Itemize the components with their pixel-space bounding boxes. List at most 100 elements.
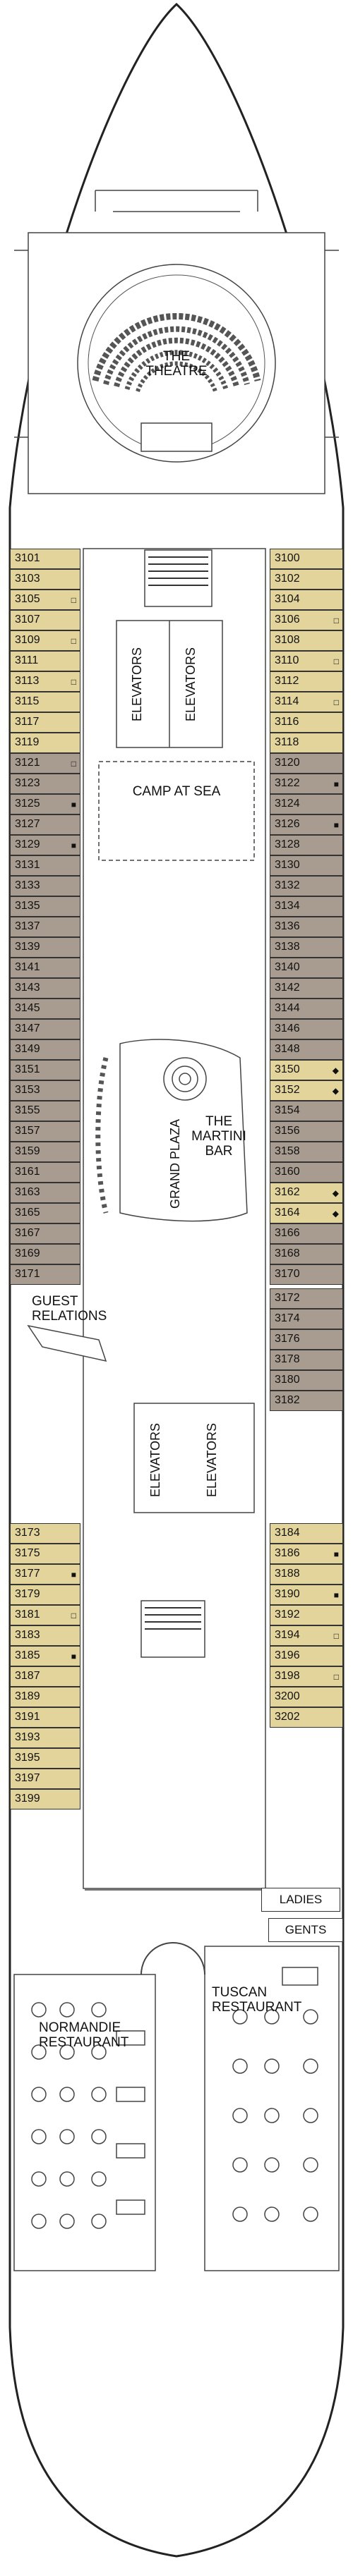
cabin-3187[interactable]: 3187 — [10, 1666, 80, 1687]
cabin-3177[interactable]: 3177■ — [10, 1564, 80, 1585]
cabin-3193[interactable]: 3193 — [10, 1728, 80, 1748]
normandie-restaurant-label[interactable]: NORMANDIE RESTAURANT — [39, 2020, 129, 2050]
cabin-3184[interactable]: 3184 — [270, 1523, 343, 1544]
cabin-3115[interactable]: 3115 — [10, 692, 80, 712]
cabin-3105[interactable]: 3105□ — [10, 590, 80, 610]
cabin-3113[interactable]: 3113□ — [10, 671, 80, 692]
cabin-3186[interactable]: 3186■ — [270, 1544, 343, 1564]
cabin-3185[interactable]: 3185■ — [10, 1646, 80, 1666]
cabin-3139[interactable]: 3139 — [10, 937, 80, 958]
cabin-3166[interactable]: 3166 — [270, 1223, 343, 1244]
cabin-3126[interactable]: 3126■ — [270, 814, 343, 835]
cabin-3104[interactable]: 3104 — [270, 590, 343, 610]
theatre-label[interactable]: THE THEATRE — [145, 349, 208, 379]
cabin-3191[interactable]: 3191 — [10, 1707, 80, 1728]
cabin-3147[interactable]: 3147 — [10, 1019, 80, 1039]
cabin-3199[interactable]: 3199 — [10, 1789, 80, 1809]
cabin-3159[interactable]: 3159 — [10, 1142, 80, 1162]
cabin-3161[interactable]: 3161 — [10, 1162, 80, 1183]
cabin-3127[interactable]: 3127 — [10, 814, 80, 835]
cabin-3189[interactable]: 3189 — [10, 1687, 80, 1707]
cabin-3173[interactable]: 3173 — [10, 1523, 80, 1544]
cabin-3154[interactable]: 3154 — [270, 1101, 343, 1121]
cabin-3180[interactable]: 3180 — [270, 1370, 343, 1391]
cabin-3140[interactable]: 3140 — [270, 958, 343, 978]
cabin-3192[interactable]: 3192 — [270, 1605, 343, 1625]
cabin-3102[interactable]: 3102 — [270, 569, 343, 590]
cabin-3144[interactable]: 3144 — [270, 999, 343, 1019]
cabin-3200[interactable]: 3200 — [270, 1687, 343, 1707]
cabin-3141[interactable]: 3141 — [10, 958, 80, 978]
cabin-3169[interactable]: 3169 — [10, 1244, 80, 1264]
cabin-3165[interactable]: 3165 — [10, 1203, 80, 1223]
martini-bar-label[interactable]: THE MARTINI BAR — [191, 1114, 246, 1159]
cabin-3163[interactable]: 3163 — [10, 1183, 80, 1203]
cabin-3119[interactable]: 3119 — [10, 733, 80, 753]
cabin-3188[interactable]: 3188 — [270, 1564, 343, 1585]
cabin-3132[interactable]: 3132 — [270, 876, 343, 896]
cabin-3120[interactable]: 3120 — [270, 753, 343, 774]
camp-at-sea-label[interactable]: CAMP AT SEA — [132, 784, 221, 799]
cabin-3130[interactable]: 3130 — [270, 855, 343, 876]
cabin-3109[interactable]: 3109□ — [10, 630, 80, 651]
cabin-3183[interactable]: 3183 — [10, 1625, 80, 1646]
cabin-3121[interactable]: 3121□ — [10, 753, 80, 774]
cabin-3162[interactable]: 3162◆ — [270, 1183, 343, 1203]
cabin-3158[interactable]: 3158 — [270, 1142, 343, 1162]
cabin-3131[interactable]: 3131 — [10, 855, 80, 876]
cabin-3117[interactable]: 3117 — [10, 712, 80, 733]
cabin-3157[interactable]: 3157 — [10, 1121, 80, 1142]
cabin-3134[interactable]: 3134 — [270, 896, 343, 917]
cabin-3160[interactable]: 3160 — [270, 1162, 343, 1183]
cabin-3143[interactable]: 3143 — [10, 978, 80, 999]
cabin-3171[interactable]: 3171 — [10, 1264, 80, 1285]
cabin-3111[interactable]: 3111 — [10, 651, 80, 671]
gents-restroom[interactable]: GENTS — [268, 1918, 343, 1942]
cabin-3151[interactable]: 3151 — [10, 1060, 80, 1080]
cabin-3146[interactable]: 3146 — [270, 1019, 343, 1039]
cabin-3194[interactable]: 3194□ — [270, 1625, 343, 1646]
cabin-3103[interactable]: 3103 — [10, 569, 80, 590]
cabin-3198[interactable]: 3198□ — [270, 1666, 343, 1687]
cabin-3202[interactable]: 3202 — [270, 1707, 343, 1728]
cabin-3196[interactable]: 3196 — [270, 1646, 343, 1666]
cabin-3123[interactable]: 3123 — [10, 774, 80, 794]
cabin-3114[interactable]: 3114□ — [270, 692, 343, 712]
cabin-3135[interactable]: 3135 — [10, 896, 80, 917]
cabin-3148[interactable]: 3148 — [270, 1039, 343, 1060]
cabin-3152[interactable]: 3152◆ — [270, 1080, 343, 1101]
cabin-3167[interactable]: 3167 — [10, 1223, 80, 1244]
cabin-3112[interactable]: 3112 — [270, 671, 343, 692]
cabin-3197[interactable]: 3197 — [10, 1769, 80, 1789]
cabin-3145[interactable]: 3145 — [10, 999, 80, 1019]
cabin-3101[interactable]: 3101 — [10, 549, 80, 569]
cabin-3149[interactable]: 3149 — [10, 1039, 80, 1060]
cabin-3106[interactable]: 3106□ — [270, 610, 343, 630]
cabin-3153[interactable]: 3153 — [10, 1080, 80, 1101]
cabin-3107[interactable]: 3107 — [10, 610, 80, 630]
cabin-3124[interactable]: 3124 — [270, 794, 343, 814]
cabin-3122[interactable]: 3122■ — [270, 774, 343, 794]
cabin-3195[interactable]: 3195 — [10, 1748, 80, 1769]
cabin-3168[interactable]: 3168 — [270, 1244, 343, 1264]
cabin-3182[interactable]: 3182 — [270, 1391, 343, 1411]
cabin-3116[interactable]: 3116 — [270, 712, 343, 733]
cabin-3179[interactable]: 3179 — [10, 1585, 80, 1605]
cabin-3150[interactable]: 3150◆ — [270, 1060, 343, 1080]
cabin-3110[interactable]: 3110□ — [270, 651, 343, 671]
grand-plaza-label[interactable]: GRAND PLAZA — [168, 1118, 183, 1209]
cabin-3155[interactable]: 3155 — [10, 1101, 80, 1121]
cabin-3138[interactable]: 3138 — [270, 937, 343, 958]
cabin-3142[interactable]: 3142 — [270, 978, 343, 999]
cabin-3172[interactable]: 3172 — [270, 1288, 343, 1309]
cabin-3175[interactable]: 3175 — [10, 1544, 80, 1564]
cabin-3133[interactable]: 3133 — [10, 876, 80, 896]
cabin-3129[interactable]: 3129■ — [10, 835, 80, 855]
cabin-3156[interactable]: 3156 — [270, 1121, 343, 1142]
cabin-3128[interactable]: 3128 — [270, 835, 343, 855]
cabin-3136[interactable]: 3136 — [270, 917, 343, 937]
cabin-3178[interactable]: 3178 — [270, 1350, 343, 1370]
cabin-3164[interactable]: 3164◆ — [270, 1203, 343, 1223]
cabin-3181[interactable]: 3181□ — [10, 1605, 80, 1625]
cabin-3176[interactable]: 3176 — [270, 1329, 343, 1350]
